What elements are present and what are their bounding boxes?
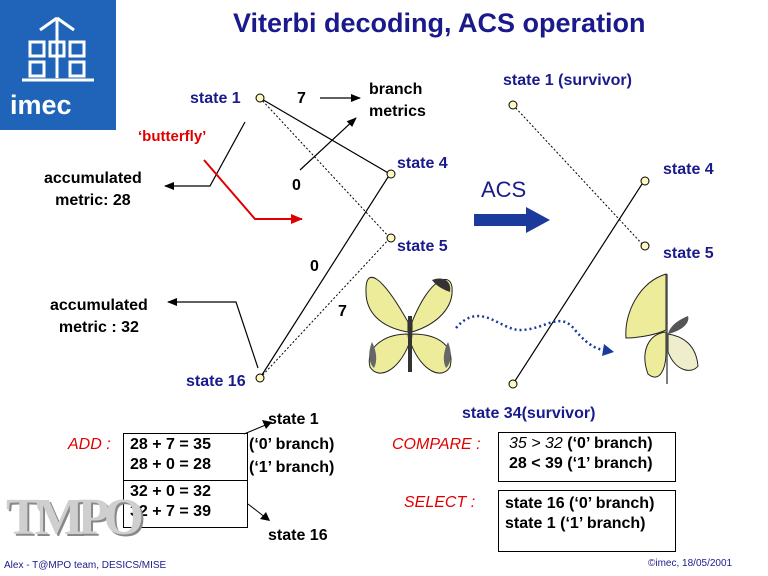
butterfly-label: ‘butterfly’	[138, 128, 207, 145]
add-box-bottom: 32 + 0 = 32 32 + 7 = 39	[123, 480, 248, 528]
edge-s16-s4	[259, 173, 391, 379]
label-right-state4: state 4	[663, 161, 714, 178]
label-state5: state 5	[397, 238, 448, 255]
compare-box: 35 > 32 (‘0’ branch) 28 < 39 (‘1’ branch…	[498, 432, 676, 482]
edge-survivor34-s4	[512, 180, 645, 385]
imec-logo	[0, 0, 116, 130]
select-label: SELECT :	[404, 494, 476, 511]
compare-label: COMPARE :	[392, 436, 481, 453]
add-box-top: 28 + 7 = 35 28 + 0 = 28	[123, 433, 248, 481]
add-label: ADD :	[68, 436, 111, 453]
logo-graphic-icon	[22, 16, 94, 82]
footer-credit: Alex - T@MPO team, DESICS/MISE	[4, 560, 167, 571]
arrow-to-state1	[243, 420, 272, 435]
butterfly-folded-illustration	[625, 273, 699, 384]
add-branch1: (‘1’ branch)	[249, 459, 335, 476]
edge-survivor1-s5	[512, 104, 645, 247]
add-state-top: state 1	[268, 411, 319, 428]
label-state4: state 4	[397, 155, 448, 172]
edge-s1-s4	[259, 97, 391, 175]
metric-bottom: 7	[338, 303, 347, 320]
acs-label: ACS	[481, 177, 527, 202]
label-state16: state 16	[186, 373, 246, 390]
tmpo-logo: TMPO	[6, 489, 144, 546]
arrow-to-state16	[247, 503, 270, 521]
label-state34-survivor: state 34(survivor)	[462, 405, 596, 422]
logo-text: imec	[10, 90, 72, 120]
label-state1-survivor: state 1 (survivor)	[503, 72, 632, 89]
node-state1	[255, 93, 265, 103]
add-branch0: (‘0’ branch)	[249, 436, 335, 453]
label-right-state5: state 5	[663, 245, 714, 262]
node-state5	[386, 233, 396, 243]
metric-top: 7	[297, 90, 306, 107]
node-state16	[255, 373, 265, 383]
node-state4	[386, 169, 396, 179]
metric-mid-upper: 0	[292, 177, 301, 194]
page-title: Viterbi decoding, ACS operation	[233, 8, 646, 38]
add-state-bottom: state 16	[268, 527, 328, 544]
select-box: state 16 (‘0’ branch) state 1 (‘1’ branc…	[498, 490, 676, 552]
footer-copyright: ©imec, 18/05/2001	[648, 558, 733, 569]
butterfly-illustration	[365, 276, 453, 374]
metric-mid-lower: 0	[310, 258, 319, 275]
label-state1: state 1	[190, 90, 241, 107]
